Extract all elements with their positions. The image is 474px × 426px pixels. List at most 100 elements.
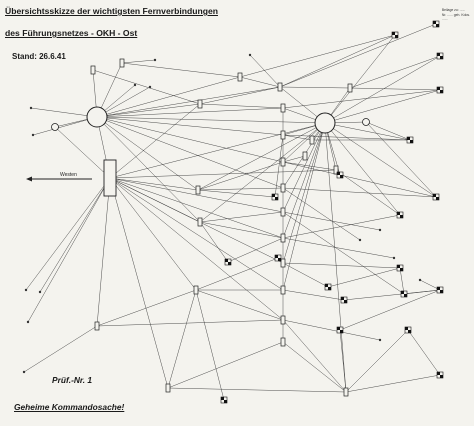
relay-station — [197, 99, 203, 109]
connection-line — [324, 34, 396, 124]
connection-line — [239, 34, 396, 78]
flag-quadrant — [440, 375, 443, 378]
connection-line — [349, 87, 441, 91]
line-endpoint — [418, 278, 422, 282]
classification-stamp: Geheime Kommandosache! — [14, 402, 125, 412]
connection-line — [282, 341, 347, 393]
flag-quadrant — [436, 197, 439, 200]
flag-quadrant — [228, 262, 231, 265]
connection-line — [282, 237, 395, 259]
connection-line — [403, 289, 441, 295]
connection-line — [282, 187, 437, 198]
line-endpoint — [24, 288, 28, 292]
relay-station — [165, 383, 171, 393]
connection-line — [109, 177, 284, 239]
command-post-flag — [432, 193, 440, 201]
relay-station — [280, 233, 286, 243]
flag-quadrant — [433, 194, 436, 197]
connection-line — [399, 267, 405, 295]
connection-line — [96, 116, 199, 191]
connection-line — [27, 177, 111, 323]
connection-line — [345, 374, 441, 393]
connection-line — [23, 325, 98, 373]
connection-line — [365, 121, 437, 198]
connection-line — [199, 221, 284, 239]
command-post-flag — [436, 86, 444, 94]
command-post-flag — [404, 326, 412, 334]
line-endpoint — [153, 58, 157, 62]
connection-line — [109, 103, 201, 179]
flag-quadrant — [275, 255, 278, 258]
connection-line — [195, 289, 225, 401]
flag-quadrant — [395, 35, 398, 38]
line-endpoint — [29, 106, 33, 110]
relay-station — [280, 315, 286, 325]
connection-line — [282, 122, 326, 264]
line-endpoint — [392, 256, 396, 260]
flag-quadrant — [337, 172, 340, 175]
connection-line — [39, 177, 111, 293]
flag-quadrant — [272, 194, 275, 197]
connection-line — [282, 161, 437, 198]
command-post-flag — [336, 326, 344, 334]
exchange-ring — [51, 123, 59, 131]
flag-quadrant — [340, 330, 343, 333]
connection-line — [345, 329, 409, 393]
flag-quadrant — [437, 372, 440, 375]
connection-line — [324, 122, 411, 141]
relay-station — [119, 58, 125, 68]
connection-line — [109, 177, 284, 291]
command-post-flag — [391, 31, 399, 39]
connection-line — [109, 177, 169, 389]
connection-line — [167, 289, 197, 389]
connection-line — [282, 122, 326, 291]
connection-line — [282, 134, 411, 141]
flag-quadrant — [397, 265, 400, 268]
flag-quadrant — [337, 327, 340, 330]
connection-line — [96, 116, 284, 189]
connection-line — [239, 76, 281, 88]
connection-line — [282, 122, 326, 239]
westen-label: Westen — [60, 172, 77, 178]
connection-line — [96, 103, 201, 118]
map-title-line2: des Führungsnetzes - OKH - Ost — [5, 28, 138, 38]
connection-line — [109, 169, 337, 179]
flag-quadrant — [221, 397, 224, 400]
connection-line — [282, 122, 326, 213]
command-post-flag — [274, 254, 282, 262]
connection-line — [199, 221, 229, 263]
connection-line — [96, 76, 241, 118]
flag-quadrant — [325, 284, 328, 287]
connection-line — [279, 23, 437, 88]
command-post-flag — [436, 286, 444, 294]
connection-line — [282, 289, 345, 301]
connection-line — [324, 122, 437, 198]
connection-line — [407, 329, 441, 376]
flag-quadrant — [407, 137, 410, 140]
connection-line — [282, 161, 337, 171]
map-title-line1: Übersichtsskizze der wichtigsten Fernver… — [5, 6, 218, 16]
flag-quadrant — [400, 215, 403, 218]
connection-line — [109, 177, 284, 321]
flag-quadrant — [275, 197, 278, 200]
line-endpoint — [31, 133, 35, 137]
flag-quadrant — [410, 140, 413, 143]
line-endpoint — [26, 320, 30, 324]
connection-line — [32, 116, 98, 136]
connection-line — [121, 59, 156, 64]
connection-line — [227, 237, 284, 263]
connection-line — [109, 177, 284, 213]
connection-line — [282, 89, 441, 109]
connection-line — [282, 262, 401, 269]
connection-line — [30, 107, 98, 118]
connection-line — [335, 169, 401, 216]
connection-line — [199, 86, 281, 105]
hub-circle — [314, 112, 336, 134]
connection-line — [167, 341, 284, 389]
connection-line — [121, 62, 241, 78]
connection-line — [282, 319, 347, 393]
flag-quadrant — [341, 297, 344, 300]
line-endpoint — [148, 85, 152, 89]
connection-line — [282, 262, 329, 288]
command-post-flag — [224, 258, 232, 266]
